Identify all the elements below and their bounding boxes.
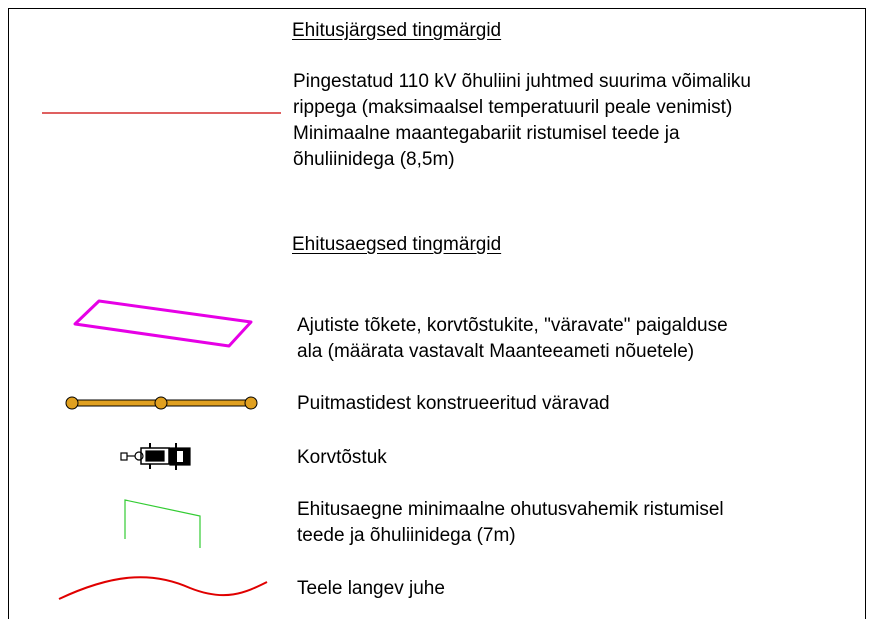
legend-text-line: Teele langev juhe <box>297 578 445 599</box>
legend-text-line: õhuliinidega (8,5m) <box>293 149 455 170</box>
legend-text-line: Ajutiste tõkete, korvtõstukite, "väravat… <box>297 315 728 336</box>
legend-text-line: Puitmastidest konstrueeritud väravad <box>297 393 610 414</box>
legend-text-line: teede ja õhuliinidega (7m) <box>297 525 516 546</box>
red-wave-symbol <box>58 576 268 600</box>
legend-text-falling-wire: Teele langev juhe <box>297 576 445 602</box>
legend-text-safety-clearance: Ehitusaegne minimaalne ohutusvahemik ris… <box>297 497 724 549</box>
bucket-truck-symbol <box>120 443 191 470</box>
legend-text-barrier-area: Ajutiste tõkete, korvtõstukite, "väravat… <box>297 313 728 365</box>
legend-text-line: Korvtõstuk <box>297 447 387 468</box>
legend-frame <box>8 8 866 619</box>
timber-gate-symbol <box>65 396 258 410</box>
legend-text-line: rippega (maksimaalsel temperatuuril peal… <box>293 97 733 118</box>
heading-post-construction: Ehitusjärgsed tingmärgid <box>292 20 502 41</box>
green-clearance-symbol <box>124 499 201 548</box>
legend-text-timber-gate: Puitmastidest konstrueeritud väravad <box>297 391 610 417</box>
legend-text-overhead-line: Pingestatud 110 kV õhuliini juhtmed suur… <box>293 69 751 173</box>
legend-text-line: ala (määrata vastavalt Maanteeameti nõue… <box>297 341 695 362</box>
legend-text-line: Minimaalne maantegabariit ristumisel tee… <box>293 123 680 144</box>
heading-construction-time: Ehitusaegsed tingmärgid <box>292 234 502 255</box>
legend-text-bucket-truck: Korvtõstuk <box>297 445 387 471</box>
magenta-parallelogram-symbol <box>73 299 253 348</box>
legend-text-line: Pingestatud 110 kV õhuliini juhtmed suur… <box>293 71 752 92</box>
legend-text-line: Ehitusaegne minimaalne ohutusvahemik ris… <box>297 499 724 520</box>
